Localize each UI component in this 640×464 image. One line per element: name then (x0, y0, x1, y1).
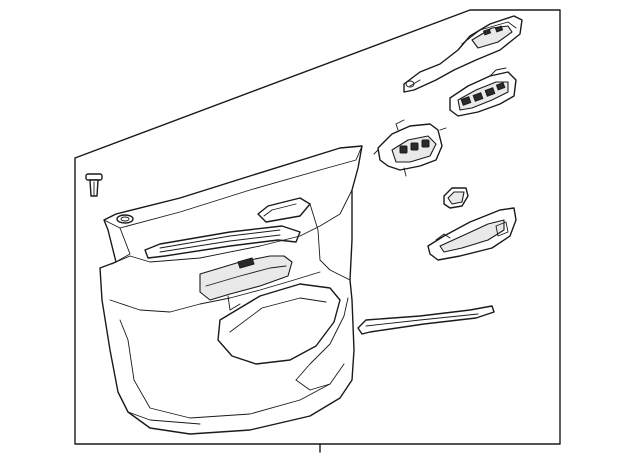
lower-trim-molding[interactable] (357, 305, 495, 335)
inside-handle-bezel[interactable] (427, 207, 517, 261)
armrest-handle-bezel[interactable] (403, 15, 523, 93)
door-trim-panel[interactable] (99, 145, 363, 435)
lock-switch[interactable] (443, 187, 469, 209)
mirror-seat-control-switch[interactable] (373, 119, 447, 177)
trim-fastener[interactable] (85, 173, 103, 197)
diagram-frame (74, 9, 561, 453)
window-switch-assembly[interactable] (449, 67, 517, 117)
